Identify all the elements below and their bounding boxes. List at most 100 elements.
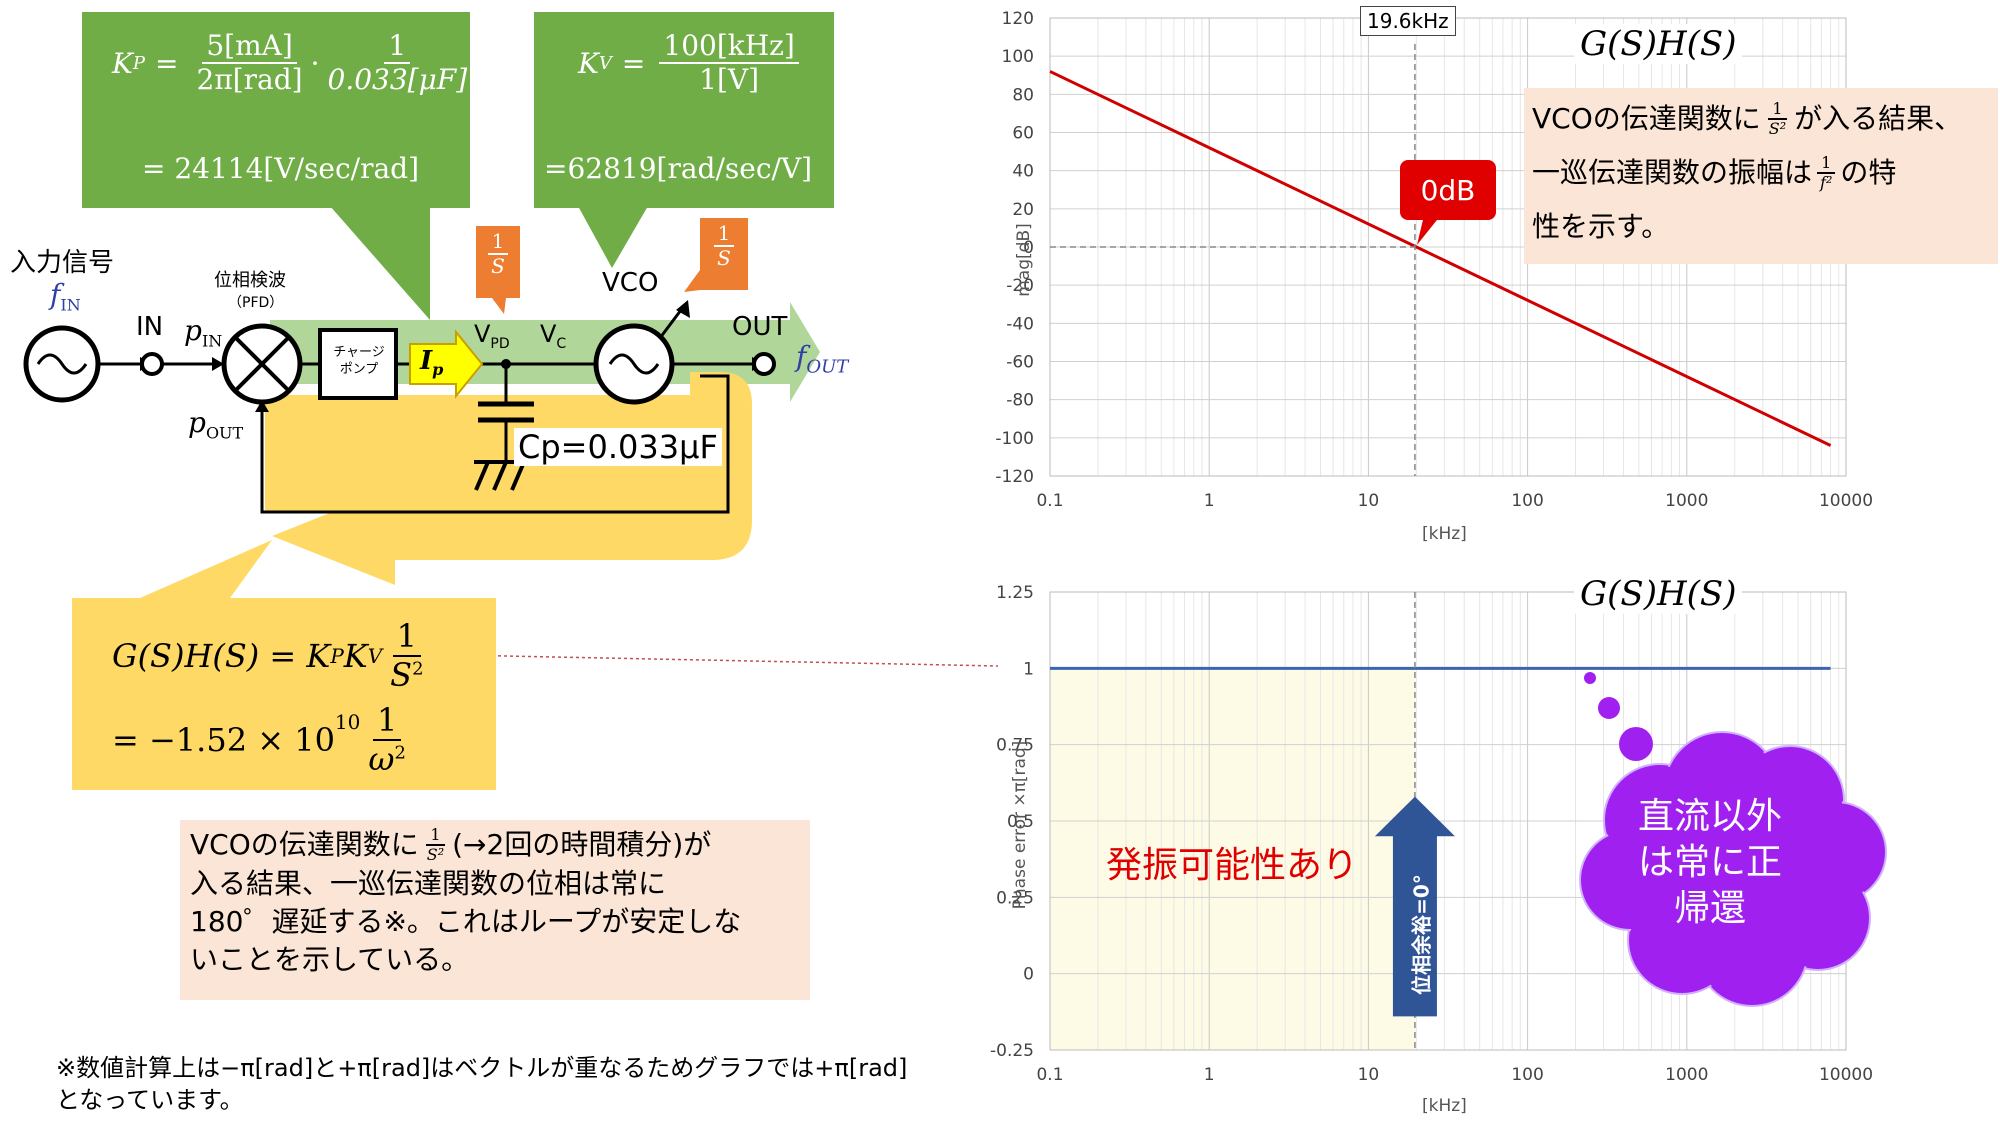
vco-label: VCO xyxy=(602,268,659,298)
phase-ylabel: Phase error ×π[rad] xyxy=(1010,740,1030,910)
y-tick-label: -0.25 xyxy=(990,1041,1034,1061)
y-tick-label: 60 xyxy=(1012,124,1034,144)
footnote: ※数値計算上は−π[rad]と+π[rad]はベクトルが重なるためグラフでは+π… xyxy=(56,1052,907,1116)
vc-label: VC xyxy=(540,320,567,352)
phase-margin-label: 位相余裕=0° xyxy=(1409,874,1434,995)
phase-xlabel: [kHz] xyxy=(1422,1096,1467,1116)
cloud-text: 直流以外 は常に正 帰還 xyxy=(1637,796,1782,929)
y-tick-label: -40 xyxy=(1006,314,1034,334)
integrator-tag-1 xyxy=(476,226,520,298)
kv-symbol: K xyxy=(578,46,599,80)
kv-result: =62819[rad/sec/V] xyxy=(544,152,813,185)
mag-xlabel: [kHz] xyxy=(1422,524,1467,544)
kp-result: = 24114[V/sec/rad] xyxy=(142,152,419,185)
phase-note-line2: 入る結果、一巡伝達関数の位相は常に xyxy=(190,866,667,900)
y-tick-label: -20 xyxy=(1006,276,1034,296)
kp-frac1-den: 2π[rad] xyxy=(196,63,303,97)
mag-ylabel: mag[dB] xyxy=(1014,223,1034,297)
pfd-label: 位相検波 xyxy=(214,270,286,291)
bubble-medium xyxy=(1598,697,1620,719)
kv-pointer xyxy=(578,206,648,268)
phase-note-line3: 180゜遅延する※。これはループが安定しな xyxy=(190,904,742,938)
y-tick-label: 120 xyxy=(1002,9,1034,29)
kv-frac-num: 100[kHz] xyxy=(659,29,799,65)
x-tick-label: 0.1 xyxy=(1036,1065,1063,1085)
y-tick-label: -80 xyxy=(1006,391,1034,411)
y-tick-label: 0 xyxy=(1023,965,1034,985)
ip-current-arrow xyxy=(409,329,484,399)
y-tick-label: 0.25 xyxy=(996,888,1034,908)
integrator-tag-2 xyxy=(700,218,748,290)
f-in-label: fIN xyxy=(50,278,81,315)
footnote-line1: ※数値計算上は−π[rad]と+π[rad]はベクトルが重なるためグラフでは+π… xyxy=(56,1054,908,1082)
y-tick-label: 0 xyxy=(1023,238,1034,258)
input-signal-label: 入力信号 xyxy=(10,248,115,278)
kv-frac-den: 1[V] xyxy=(699,63,760,97)
x-tick-label: 0.1 xyxy=(1036,491,1063,511)
mag-note-line3: 性を示す。 xyxy=(1532,210,1670,243)
p-out-label: pOUT xyxy=(188,406,244,443)
kv-subscript: V xyxy=(598,52,612,74)
in-label: IN xyxy=(136,312,164,342)
pfd-sub-label: （PFD） xyxy=(228,295,284,311)
y-tick-label: -120 xyxy=(995,467,1034,487)
zero-db-callout-pointer xyxy=(1416,220,1437,245)
y-tick-label: 0.5 xyxy=(1007,812,1034,832)
s2-link-line xyxy=(455,654,999,667)
x-tick-label: 1000 xyxy=(1665,1065,1708,1085)
footnote-line2: となっています。 xyxy=(56,1086,244,1114)
p-in-label: pIN xyxy=(184,314,223,351)
kp-pointer xyxy=(330,206,430,320)
y-tick-label: 20 xyxy=(1012,200,1034,220)
zero-db-callout: 0dB xyxy=(1400,160,1496,220)
x-tick-label: 10000 xyxy=(1819,1065,1873,1085)
phase-note-line4: いことを示している。 xyxy=(190,942,470,976)
f-out-label: fOUT xyxy=(796,340,849,378)
phase-shaded-region xyxy=(1050,668,1415,1050)
x-tick-label: 10000 xyxy=(1819,491,1873,511)
bubble-large xyxy=(1619,727,1653,761)
x-tick-label: 10 xyxy=(1358,491,1380,511)
y-tick-label: 1 xyxy=(1023,659,1034,679)
bubble-small xyxy=(1584,672,1596,684)
y-tick-label: 1.25 xyxy=(996,583,1034,603)
cp-label: Cp=0.033μF xyxy=(514,428,722,466)
feedback-wire xyxy=(260,374,730,514)
crossover-label: 19.6kHz xyxy=(1360,6,1456,36)
mag-chart-title: G(S)H(S) xyxy=(1574,24,1743,64)
y-tick-label: -60 xyxy=(1006,353,1034,373)
pll-circuit xyxy=(23,218,820,585)
x-tick-label: 1 xyxy=(1204,491,1215,511)
kp-frac1-num: 5[mA] xyxy=(202,29,297,65)
forward-path-band xyxy=(270,302,820,402)
x-tick-label: 1000 xyxy=(1665,491,1708,511)
out-terminal xyxy=(752,352,776,376)
y-tick-label: 80 xyxy=(1012,85,1034,105)
x-tick-label: 10 xyxy=(1358,1065,1380,1085)
x-tick-label: 100 xyxy=(1511,491,1543,511)
phase-chart-title: G(S)H(S) xyxy=(1574,574,1743,614)
feedback-loop-arrow xyxy=(272,372,752,585)
y-tick-label: 100 xyxy=(1002,47,1034,67)
phase-margin-arrow xyxy=(1374,796,1455,1017)
series-line xyxy=(1049,70,1832,447)
cloud-fill xyxy=(1642,792,1798,948)
y-tick-label: 40 xyxy=(1012,162,1034,182)
kp-subscript: P xyxy=(132,52,146,74)
y-tick-label: -100 xyxy=(995,429,1034,449)
x-tick-label: 100 xyxy=(1511,1065,1543,1085)
kp-frac2-den: 0.033[μF] xyxy=(327,63,468,97)
